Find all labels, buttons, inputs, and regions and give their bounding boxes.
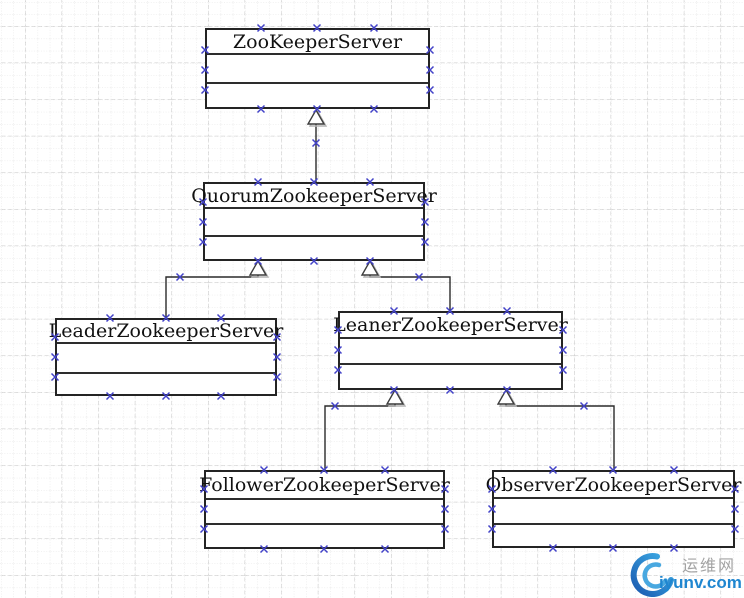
class-methods-compartment — [57, 372, 275, 394]
class-methods-compartment — [207, 82, 428, 107]
class-attributes-compartment — [207, 53, 428, 82]
watermark-site-url: iyunv.com — [659, 573, 742, 592]
class-name: FollowerZookeeperServer — [199, 474, 450, 496]
class-attributes-compartment — [494, 497, 733, 523]
class-name: ZooKeeperServer — [232, 30, 403, 53]
class-box-observerzookeeperserver[interactable]: ObserverZookeeperServer — [485, 470, 742, 548]
class-attributes-compartment — [57, 342, 275, 372]
iyunv-logo-icon — [630, 553, 674, 597]
class-attributes-compartment — [205, 207, 423, 235]
class-box-followerzookeeperserver[interactable]: FollowerZookeeperServer — [199, 470, 450, 549]
site-watermark: 运维网 iyunv.com — [628, 546, 744, 598]
class-box-quorumzookeeperserver[interactable]: QuorumZookeeperServer — [191, 182, 437, 261]
class-box-leanerzookeeperserver[interactable]: LeanerZookeeperServer — [333, 311, 568, 390]
class-name: LeaderZookeeperServer — [48, 320, 284, 342]
class-methods-compartment — [205, 235, 423, 259]
class-name: ObserverZookeeperServer — [485, 473, 742, 496]
class-attributes-compartment — [340, 337, 561, 363]
class-box-leaderzookeeperserver[interactable]: LeaderZookeeperServer — [48, 318, 284, 396]
class-box-zookeeperserver[interactable]: ZooKeeperServer — [205, 28, 430, 109]
watermark-site-name: 运维网 — [682, 556, 737, 575]
class-methods-compartment — [206, 523, 443, 547]
class-methods-compartment — [340, 363, 561, 388]
class-attributes-compartment — [206, 498, 443, 523]
class-name: LeanerZookeeperServer — [333, 314, 568, 336]
class-methods-compartment — [494, 523, 733, 546]
class-name: QuorumZookeeperServer — [191, 184, 437, 207]
